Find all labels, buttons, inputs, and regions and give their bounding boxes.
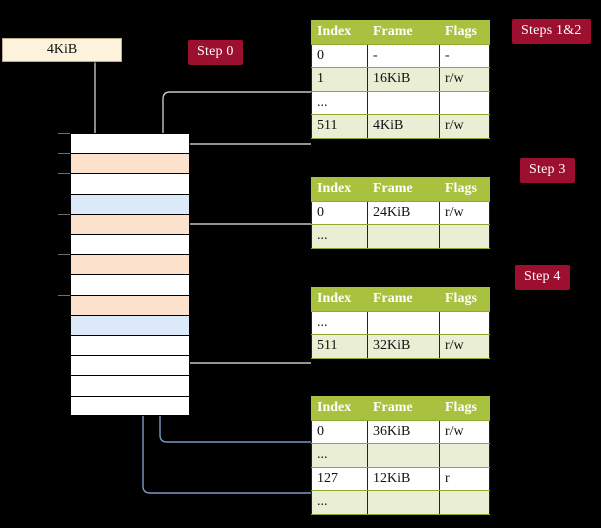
cell-index: 1 bbox=[311, 67, 368, 92]
cell-frame: - bbox=[367, 43, 440, 68]
cell-flags: r/w bbox=[439, 419, 490, 444]
memory-row-tick bbox=[58, 173, 70, 175]
cell-index: 511 bbox=[311, 114, 368, 139]
cell-frame bbox=[367, 490, 440, 515]
cell-flags: r/w bbox=[439, 114, 490, 139]
step-badge-step0: Step 0 bbox=[188, 40, 243, 65]
cell-frame: 36KiB bbox=[367, 419, 440, 444]
column-header-index: Index bbox=[311, 287, 368, 312]
memory-frame-row bbox=[70, 213, 190, 234]
cell-index: ... bbox=[311, 90, 368, 115]
cell-frame bbox=[367, 310, 440, 335]
cell-flags: - bbox=[439, 43, 490, 68]
cell-frame: 12KiB bbox=[367, 466, 440, 491]
cell-frame bbox=[367, 224, 440, 249]
cell-frame: 16KiB bbox=[367, 67, 440, 92]
memory-row-tick bbox=[58, 213, 70, 215]
cell-flags bbox=[439, 490, 490, 515]
column-header-flags: Flags bbox=[439, 396, 490, 421]
cell-index: ... bbox=[311, 490, 368, 515]
cell-index: 0 bbox=[311, 43, 368, 68]
table-row: ... bbox=[311, 224, 490, 249]
column-header-index: Index bbox=[311, 396, 368, 421]
source-frame-box: 4KiB bbox=[2, 38, 122, 62]
cell-flags: r/w bbox=[439, 334, 490, 359]
memory-frame-row bbox=[70, 294, 190, 315]
memory-row-tick bbox=[58, 254, 70, 256]
memory-frame-row bbox=[70, 153, 190, 174]
cell-frame bbox=[367, 443, 440, 468]
memory-frame-row bbox=[70, 355, 190, 376]
memory-frame-row bbox=[70, 234, 190, 255]
cell-flags bbox=[439, 224, 490, 249]
memory-frame-row bbox=[70, 173, 190, 194]
memory-row-tick bbox=[58, 133, 70, 134]
step-badge-step3: Step 3 bbox=[520, 158, 575, 183]
memory-frame-row bbox=[70, 335, 190, 356]
cell-flags bbox=[439, 90, 490, 115]
step-badge-step4: Step 4 bbox=[515, 265, 570, 290]
cell-flags bbox=[439, 310, 490, 335]
memory-frame-row bbox=[70, 193, 190, 214]
cell-flags bbox=[439, 443, 490, 468]
cell-index: 0 bbox=[311, 419, 368, 444]
column-header-index: Index bbox=[311, 177, 368, 202]
memory-row-tick bbox=[58, 153, 70, 155]
cell-flags: r/w bbox=[439, 200, 490, 225]
column-header-frame: Frame bbox=[367, 20, 440, 45]
cell-index: ... bbox=[311, 443, 368, 468]
wire-step3-to-memory bbox=[171, 223, 311, 260]
memory-frame-row bbox=[70, 314, 190, 335]
cell-frame bbox=[367, 90, 440, 115]
table-row: ... bbox=[311, 310, 490, 335]
column-header-frame: Frame bbox=[367, 396, 440, 421]
column-header-flags: Flags bbox=[439, 177, 490, 202]
column-header-frame: Frame bbox=[367, 287, 440, 312]
cell-frame: 32KiB bbox=[367, 334, 440, 359]
table-row: 0-- bbox=[311, 43, 490, 68]
step-badge-steps12: Steps 1&2 bbox=[512, 19, 591, 44]
cell-index: ... bbox=[311, 310, 368, 335]
memory-frame-row bbox=[70, 274, 190, 295]
table-row: ... bbox=[311, 90, 490, 115]
memory-column bbox=[58, 133, 190, 416]
cell-flags: r/w bbox=[439, 67, 490, 92]
cell-index: ... bbox=[311, 224, 368, 249]
cell-index: 511 bbox=[311, 334, 368, 359]
cell-index: 127 bbox=[311, 466, 368, 491]
column-header-flags: Flags bbox=[439, 20, 490, 45]
cell-frame: 4KiB bbox=[367, 114, 440, 139]
table-row: ... bbox=[311, 490, 490, 515]
column-header-frame: Frame bbox=[367, 177, 440, 202]
memory-row-tick bbox=[58, 294, 70, 296]
column-header-index: Index bbox=[311, 20, 368, 45]
cell-index: 0 bbox=[311, 200, 368, 225]
column-header-flags: Flags bbox=[439, 287, 490, 312]
memory-frame-row bbox=[70, 133, 190, 154]
cell-flags: r bbox=[439, 466, 490, 491]
cell-frame: 24KiB bbox=[367, 200, 440, 225]
table-row: ... bbox=[311, 443, 490, 468]
wire-step4-511-to-memory bbox=[180, 313, 311, 364]
memory-frame-row bbox=[70, 375, 190, 396]
source-frame-label: 4KiB bbox=[46, 42, 78, 57]
memory-frame-row bbox=[70, 395, 190, 416]
memory-frame-row bbox=[70, 254, 190, 275]
